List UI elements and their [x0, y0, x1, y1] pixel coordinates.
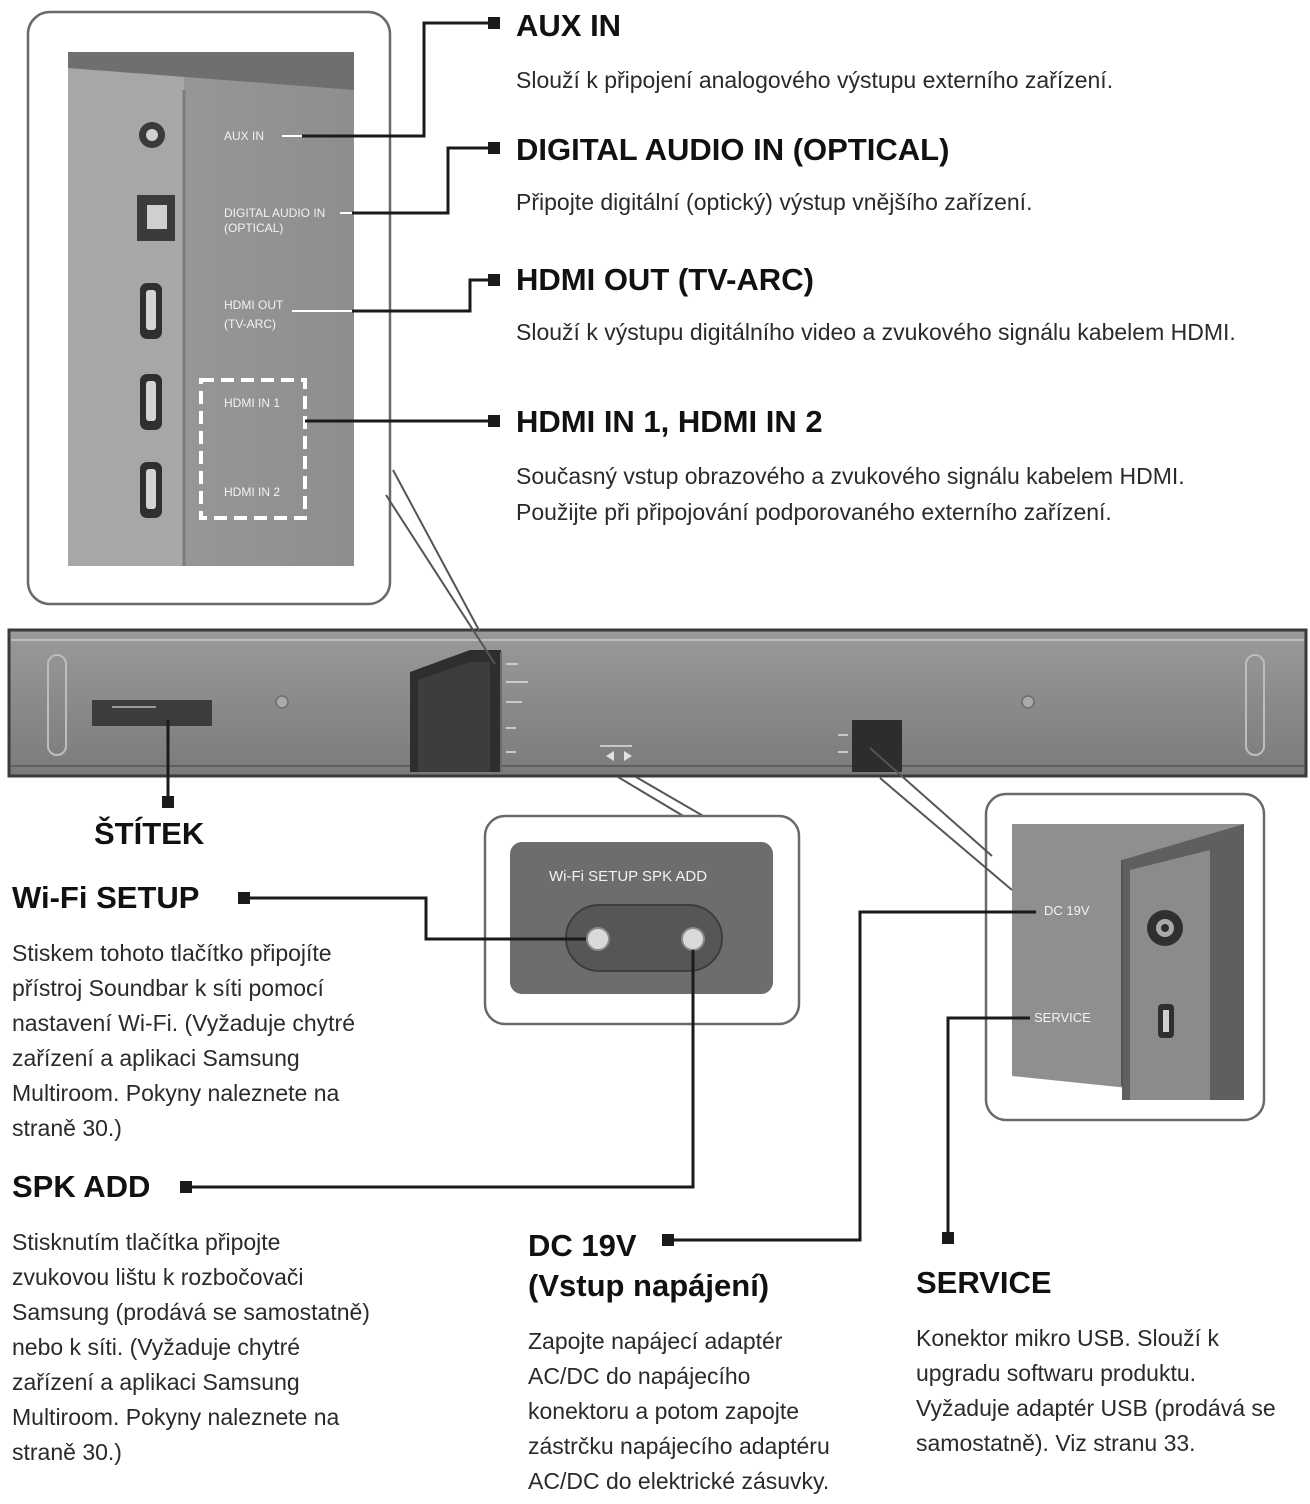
panel-label-wifi-spk: Wi-Fi SETUP SPK ADD	[549, 868, 708, 885]
hdmi-in-highlight	[199, 378, 307, 520]
aux-in-title: AUX IN	[516, 8, 622, 43]
panel-label-aux-in: AUX IN	[224, 129, 265, 143]
left-inset	[26, 10, 392, 606]
panel-label-service: SERVICE	[1034, 1010, 1091, 1025]
dc-title: DC 19V	[528, 1228, 637, 1263]
soundbar	[7, 628, 1308, 778]
leader-bullets	[162, 17, 954, 1246]
aux-in-desc: Slouží k připojení analogového výstupu e…	[516, 67, 1114, 93]
left-inset-top-shadow	[68, 52, 354, 90]
panel-label-hdmi-in1: HDMI IN 1	[224, 396, 281, 410]
dc-subtitle: (Vstup napájení)	[528, 1268, 770, 1303]
panel-label-hdmi-out: HDMI OUT (TV-ARC)	[224, 298, 284, 331]
right-inset	[984, 792, 1266, 1122]
leader-lines	[166, 21, 1036, 1242]
left-inset-ledge	[68, 52, 184, 566]
label-plate	[92, 700, 212, 726]
wifi-setup-desc: Stiskem tohoto tlačítko připojíte přístr…	[12, 940, 355, 1141]
hdmi-in-desc: Současný vstup obrazového a zvukového si…	[516, 463, 1185, 525]
spk-add-button	[681, 927, 705, 951]
label-title: ŠTÍTEK	[94, 816, 205, 851]
optical-title: DIGITAL AUDIO IN (OPTICAL)	[516, 132, 950, 167]
hdmi-out-title: HDMI OUT (TV-ARC)	[516, 262, 814, 297]
panel-label-dc: DC 19V	[1044, 903, 1090, 918]
wifi-setup-button	[586, 927, 610, 951]
spk-add-title: SPK ADD	[12, 1169, 151, 1204]
panel-label-hdmi-in2: HDMI IN 2	[224, 485, 281, 499]
panel-label-optical: DIGITAL AUDIO IN (OPTICAL)	[224, 206, 326, 235]
service-desc: Konektor mikro USB. Slouží k upgradu sof…	[916, 1325, 1276, 1456]
dc-desc: Zapojte napájecí adaptér AC/DC do napáje…	[528, 1328, 830, 1494]
hdmi-in-title: HDMI IN 1, HDMI IN 2	[516, 404, 823, 439]
dc-box	[852, 720, 902, 772]
spk-add-desc: Stisknutím tlačítka připojte zvukovou li…	[12, 1229, 370, 1465]
center-inset	[483, 776, 801, 1026]
optical-desc: Připojte digitální (optický) výstup vněj…	[516, 189, 1033, 215]
soundbar-body	[7, 628, 1308, 778]
service-title: SERVICE	[916, 1265, 1052, 1300]
hdmi-out-desc: Slouží k výstupu digitálního video a zvu…	[516, 319, 1236, 345]
wifi-setup-title: Wi-Fi SETUP	[12, 880, 200, 915]
